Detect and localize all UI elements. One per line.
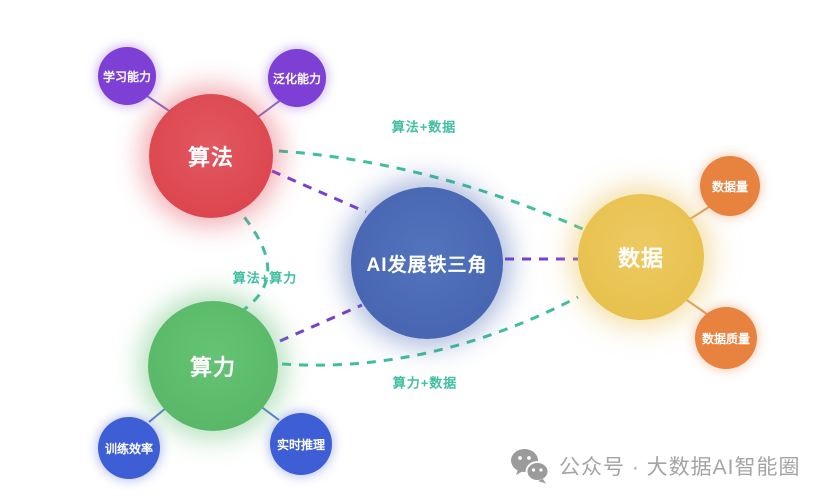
node-computing: 算力 [148, 301, 278, 431]
edge-algorithm-center-line [271, 169, 367, 214]
node-center: AI发展铁三角 [351, 187, 503, 339]
edge-computing-center-line [279, 303, 363, 343]
edge-algorithm-data-line [261, 148, 586, 232]
node-training-efficiency: 训练效率 [98, 417, 160, 479]
node-data-quality: 数据质量 [695, 307, 757, 369]
watermark-text: 公众号 · 大数据AI智能圈 [559, 456, 801, 479]
edge-label-algorithm-data: 算法+数据 [391, 119, 457, 135]
node-data: 数据 [578, 194, 704, 320]
node-algorithm: 算法 [149, 94, 273, 218]
node-learning-ability: 学习能力 [98, 47, 156, 105]
wechat-icon [511, 449, 550, 484]
node-realtime-inference-label: 实时推理 [276, 437, 325, 452]
edge-label-computing-data: 算力+数据 [392, 375, 458, 391]
node-data-label: 数据 [617, 246, 664, 271]
node-realtime-inference: 实时推理 [270, 413, 332, 475]
node-computing-label: 算力 [189, 355, 236, 380]
watermark: 公众号 · 大数据AI智能圈 [510, 448, 801, 484]
node-algorithm-label: 算法 [187, 145, 234, 170]
node-data-volume: 数据量 [700, 156, 760, 216]
edge-computing-data-line [281, 295, 579, 367]
node-generalization-ability: 泛化能力 [268, 49, 326, 107]
node-data-quality-label: 数据质量 [701, 331, 750, 346]
node-center-label: AI发展铁三角 [366, 254, 488, 276]
node-learning-ability-label: 学习能力 [102, 69, 151, 84]
edge-label-algorithm-computing: 算法+算力 [232, 270, 298, 286]
node-training-efficiency-label: 训练效率 [104, 441, 153, 456]
edge-algorithm-computing-line [232, 203, 270, 313]
node-generalization-ability-label: 泛化能力 [272, 71, 321, 86]
node-data-volume-label: 数据量 [711, 179, 748, 194]
